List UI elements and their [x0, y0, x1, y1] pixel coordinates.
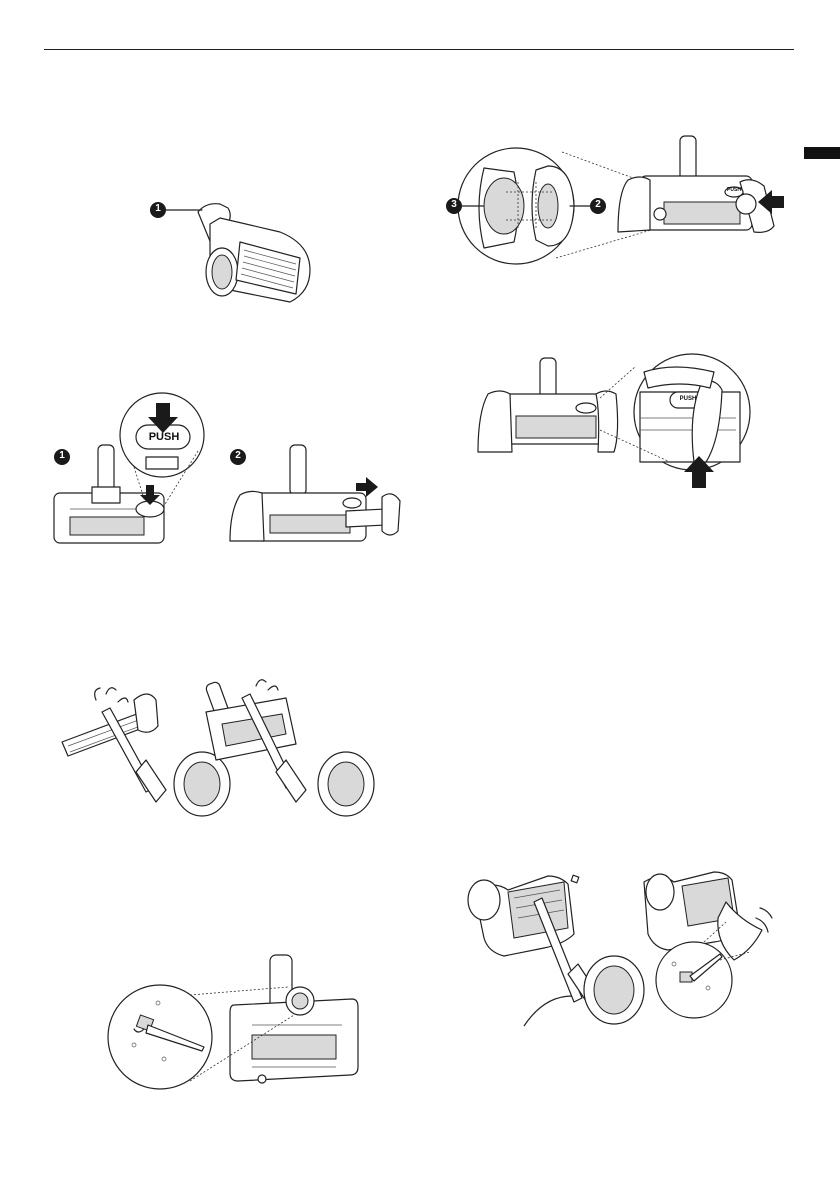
callout-step-2: 2 — [234, 450, 242, 461]
figure-clean-brush-tool — [56, 672, 386, 807]
callout-3: 3 — [450, 199, 458, 210]
push-label-release: PUSH — [670, 396, 706, 402]
push-label-small: PUSH — [726, 187, 742, 193]
figure-push-step-2: 2 — [226, 445, 410, 545]
figure-side-cap-removal: 3 2 PUSH — [444, 136, 790, 266]
callout-step-1: 1 — [58, 450, 66, 461]
inner-clean-view-a — [468, 875, 644, 1026]
brush-clean-view-b — [205, 680, 374, 816]
figure-hold-and-release: PUSH — [474, 352, 760, 490]
callout-2: 2 — [594, 199, 602, 210]
header-rule — [44, 49, 794, 50]
inner-clean-view-b — [644, 872, 772, 1018]
push-label-large: PUSH — [137, 431, 191, 443]
callout-1: 1 — [154, 203, 162, 214]
figure-nozzle-overview: 1 — [140, 190, 340, 310]
figure-nozzle-underside-zoom — [104, 955, 364, 1090]
language-tab-marker — [804, 147, 840, 159]
figure-clean-inner-parts — [464, 862, 774, 1027]
brush-clean-view-a — [62, 688, 230, 816]
figure-push-step-1: 1 PUSH — [50, 405, 210, 545]
